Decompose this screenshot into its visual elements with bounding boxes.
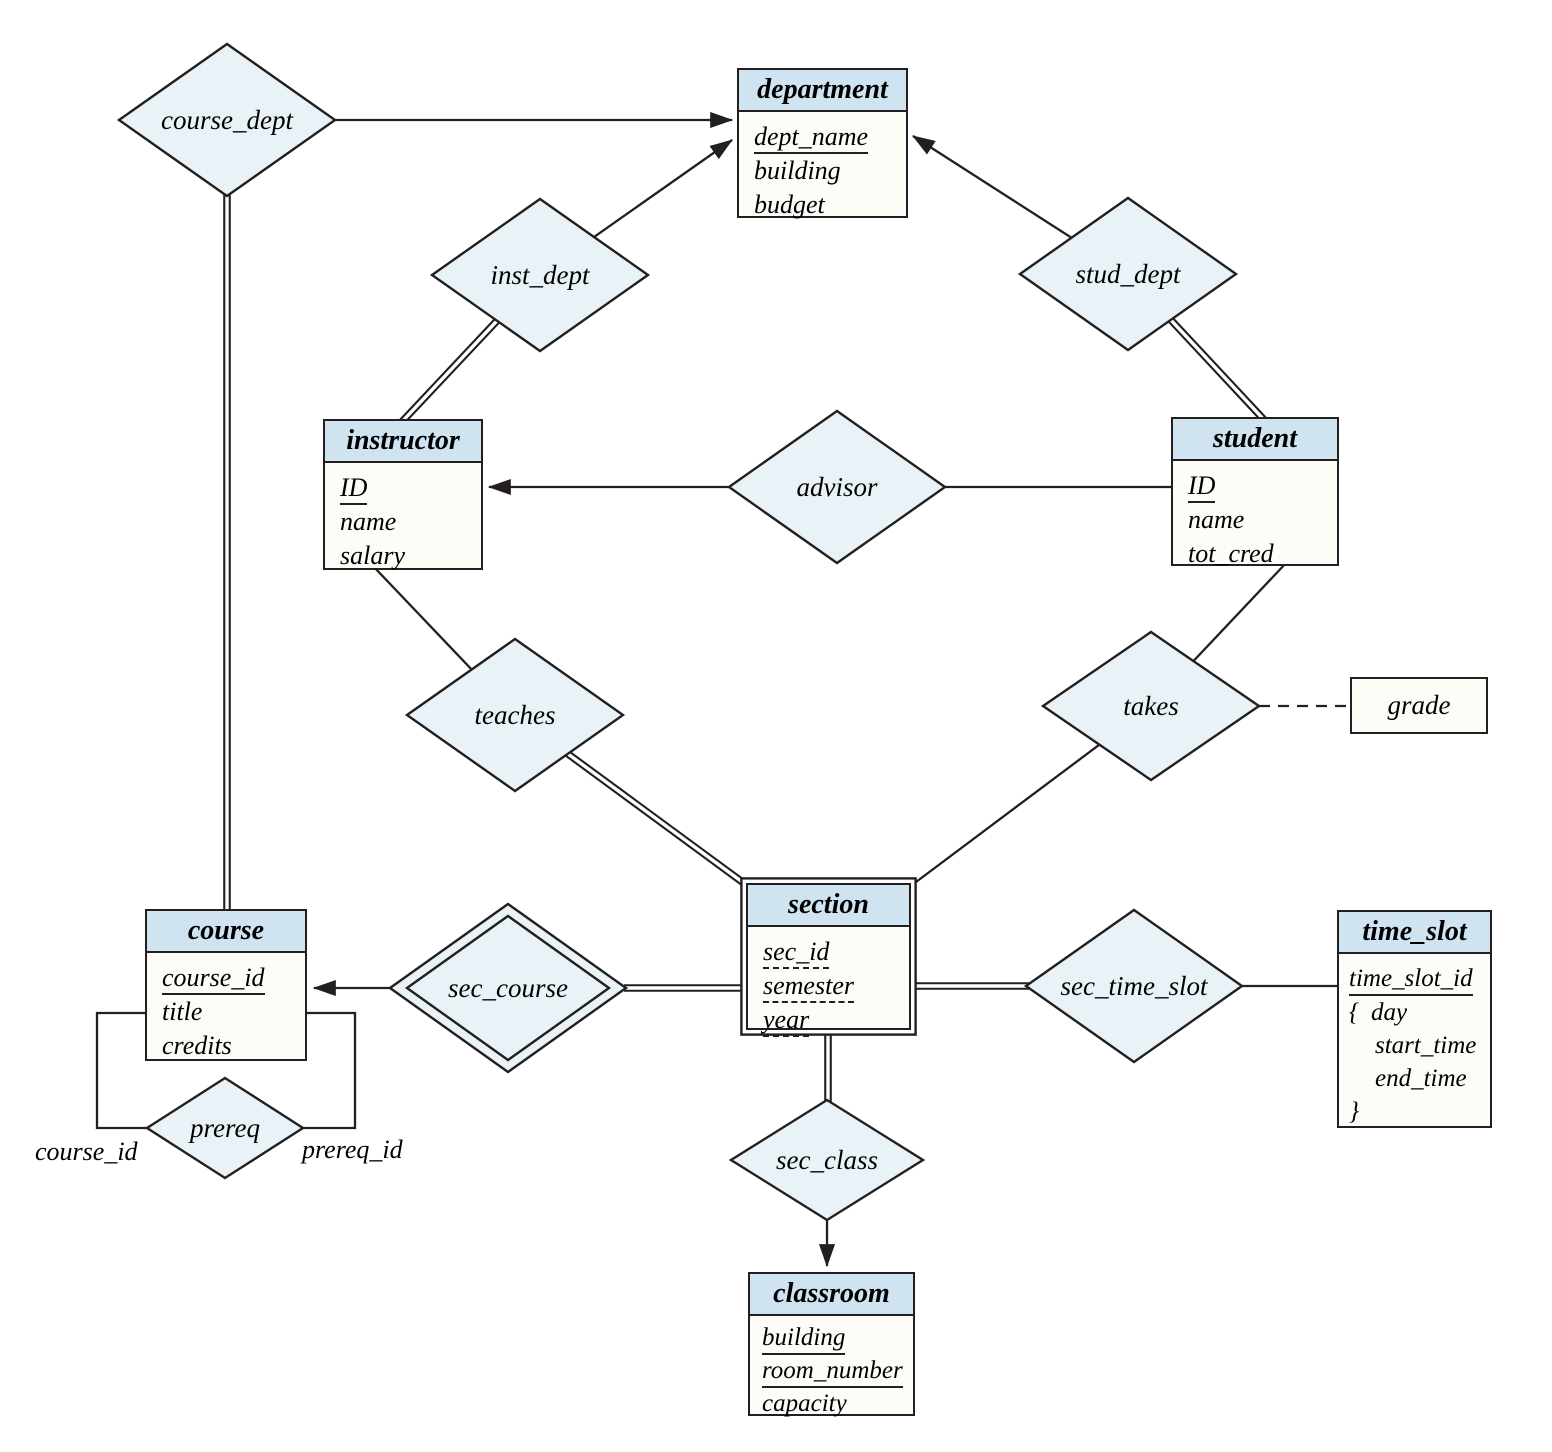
attribute-sec-id: sec_id	[763, 935, 909, 969]
relationship-label-inst-dept: inst_dept	[491, 260, 591, 290]
relationship-label-takes: takes	[1123, 691, 1178, 721]
entity-course-attributes: course_id title credits	[147, 953, 305, 1063]
relationship-course-dept	[116, 42, 338, 198]
relationship-labels: course_dept inst_dept stud_dept advisor …	[161, 105, 1209, 1175]
attribute-year: year	[763, 1003, 909, 1037]
entity-classroom-attributes: building room_number capacity	[750, 1316, 913, 1420]
relationship-label-teaches: teaches	[475, 700, 556, 730]
attribute-id: ID	[340, 471, 481, 505]
brace-close: }	[1349, 1098, 1359, 1125]
entity-department-attributes: dept_name building budget	[739, 112, 906, 222]
entity-section-attributes: sec_id semester year	[748, 927, 909, 1037]
relationship-sec-time-slot	[1023, 908, 1245, 1064]
entity-student-attributes: ID name tot_cred	[1173, 461, 1337, 571]
relationship-takes	[1040, 630, 1262, 782]
entity-course: course course_id title credits	[145, 909, 307, 1061]
attribute-credits: credits	[162, 1031, 232, 1060]
relationship-label-sec-course: sec_course	[448, 973, 568, 1003]
brace-open: {	[1349, 999, 1359, 1026]
entity-student: student ID name tot_cred	[1171, 417, 1339, 568]
relationship-label-prereq: prereq	[188, 1113, 260, 1143]
relationship-diamonds	[116, 42, 1262, 1222]
attribute-day: {day	[1349, 999, 1408, 1026]
entity-time-slot-attributes: time_slot_id {day start_time end_time }	[1339, 954, 1490, 1128]
attribute-semester: semester	[763, 969, 909, 1003]
relationship-label-stud-dept: stud_dept	[1076, 259, 1182, 289]
entity-instructor-attributes: ID name salary	[325, 463, 481, 573]
entity-section: section sec_id semester year	[746, 883, 911, 1037]
attribute-time-slot-id: time_slot_id	[1349, 962, 1490, 996]
entity-course-name: course	[147, 911, 305, 953]
edge-label-course-id: course_id	[35, 1137, 139, 1166]
edge-label-prereq-id: prereq_id	[300, 1135, 404, 1164]
attribute-grade: grade	[1387, 690, 1451, 720]
relationship-stud-dept	[1017, 196, 1239, 352]
relationship-sec-class	[728, 1098, 926, 1222]
entity-student-name: student	[1173, 419, 1337, 461]
attribute-end-time: end_time	[1375, 1065, 1467, 1092]
relationship-advisor	[726, 409, 948, 565]
entity-instructor: instructor ID name salary	[323, 419, 483, 570]
relationship-label-advisor: advisor	[797, 472, 878, 502]
entity-department-name: department	[739, 70, 906, 112]
entity-classroom: classroom building room_number capacity	[748, 1272, 915, 1417]
attribute-title: title	[162, 997, 203, 1026]
relationship-label-sec-class: sec_class	[776, 1145, 878, 1175]
attribute-box-grade: grade	[1350, 677, 1488, 734]
attribute-name: name	[340, 507, 397, 536]
relationship-prereq	[144, 1076, 306, 1180]
attribute-start-time: start_time	[1375, 1032, 1477, 1059]
attribute-dept-name: dept_name	[754, 120, 906, 154]
attribute-building: building	[762, 1322, 913, 1355]
edge-prereq-prereqid	[300, 1011, 357, 1130]
entity-time-slot: time_slot time_slot_id {day start_time e…	[1337, 910, 1492, 1128]
attribute-tot-cred: tot_cred	[1188, 539, 1274, 568]
relationship-teaches	[404, 637, 626, 793]
attribute-salary: salary	[340, 541, 405, 570]
relationship-sec-course-inner-border	[404, 914, 612, 1062]
edge-prereq-courseid	[95, 1011, 150, 1130]
entity-time-slot-name: time_slot	[1339, 912, 1490, 954]
attribute-capacity: capacity	[762, 1390, 847, 1417]
attribute-id: ID	[1188, 469, 1337, 503]
attribute-course-id: course_id	[162, 961, 305, 995]
relationship-label-course-dept: course_dept	[161, 105, 294, 135]
entity-section-name: section	[748, 885, 909, 927]
attribute-budget: budget	[754, 190, 825, 219]
entity-classroom-name: classroom	[750, 1274, 913, 1316]
attribute-room-number: room_number	[762, 1355, 913, 1388]
relationship-label-sec-time-slot: sec_time_slot	[1061, 971, 1209, 1001]
relationship-inst-dept	[429, 197, 651, 353]
entity-department: department dept_name building budget	[737, 68, 908, 219]
attribute-name: name	[1188, 505, 1245, 534]
relationship-sec-course	[387, 902, 629, 1074]
attribute-building: building	[754, 156, 841, 185]
edge-role-labels: course_id prereq_id	[35, 1135, 404, 1166]
entity-instructor-name: instructor	[325, 421, 481, 463]
